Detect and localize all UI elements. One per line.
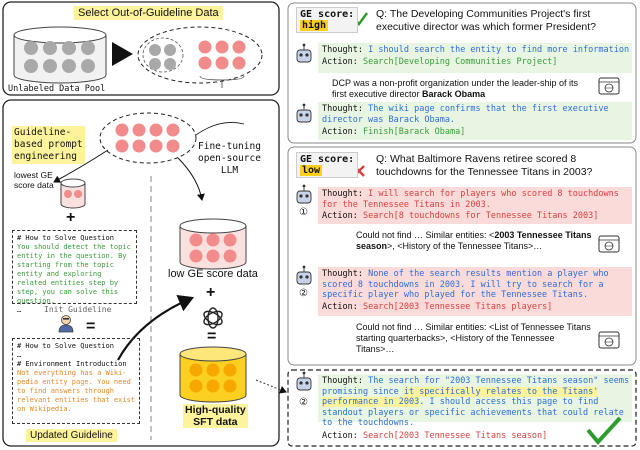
ex2-ge-label: GE score: low xyxy=(296,152,359,178)
training-pink-ellipse xyxy=(99,112,197,164)
ex3-step-marker: ② xyxy=(299,397,308,408)
ex1-thought2-bg xyxy=(318,102,632,140)
arrow-to-low xyxy=(177,157,205,201)
robot-icon xyxy=(296,371,312,391)
init-guideline-label: Init Guideline xyxy=(44,305,112,314)
ex1-thought1-bg xyxy=(318,43,632,73)
ex2-action2: Action: Search[2003 Tennessee Titans pla… xyxy=(322,302,553,312)
robot-icon xyxy=(296,103,312,123)
ex2-step2-marker: ② xyxy=(299,288,308,299)
ex1-action2: Action: Finish[Barack Obama] xyxy=(322,127,466,137)
ex2-thought1-bg xyxy=(318,187,632,224)
ex1-observation: DCP was a non-profit organization under … xyxy=(332,78,578,99)
ex2-observation2: Could not find … Similar entities: <List… xyxy=(356,322,591,354)
ex2-thought2: Thought: None of the search results ment… xyxy=(322,269,609,300)
robot-icon xyxy=(296,43,312,63)
unlabeled-data-pool-cylinder xyxy=(13,26,107,84)
ex2-question: Q: What Baltimore Ravens retiree scored … xyxy=(376,153,593,178)
ex3-thought: Thought: The search for "2003 Tennessee … xyxy=(322,376,630,428)
low-ge-cylinder xyxy=(179,218,247,270)
web-browser-icon xyxy=(598,77,620,95)
example2-border xyxy=(287,146,637,366)
select-panel-border xyxy=(2,1,280,96)
ex1-ge-label: GE score: high xyxy=(296,7,359,33)
training-panel-border xyxy=(2,99,280,447)
upd-note-body: Not everything has a Wiki-pedia entity p… xyxy=(17,369,136,413)
sft-label: High-quality SFT data xyxy=(183,404,248,428)
plus-sign-right: + xyxy=(206,284,216,301)
ex3-action: Action: Search[2003 Tennessee Titans sea… xyxy=(322,431,548,441)
updated-guideline-note: # How to Solve Question … # Environment … xyxy=(12,338,140,424)
lowest-ge-label: lowest GE score data xyxy=(14,170,54,190)
person-icon xyxy=(58,315,74,333)
openai-icon xyxy=(203,307,223,329)
init-note-body: You should detect the topic entity in th… xyxy=(17,243,131,305)
robot-icon xyxy=(296,265,312,285)
ex2-action1: Action: Search[8 touchdowns for Tennesse… xyxy=(322,211,599,221)
ex1-action1: Action: Search[Developing Communities Pr… xyxy=(322,57,558,67)
init-note-heading: # How to Solve Question xyxy=(17,234,114,242)
ex2-step1-marker: ① xyxy=(299,207,308,218)
equals-sign-left: = xyxy=(86,318,96,335)
ex2-observation1: Could not find … Similar entities: <2003… xyxy=(356,230,592,251)
plus-sign: + xyxy=(66,209,76,226)
ex2-ge-value: low xyxy=(300,165,323,176)
lowest-ge-cylinder xyxy=(60,178,86,209)
ex1-ge-value: high xyxy=(300,20,329,31)
ex1-thought2: Thought: The wiki page confirms that the… xyxy=(322,104,609,125)
low-ge-label: low GE score data xyxy=(168,268,258,280)
arrow-to-example xyxy=(255,379,287,394)
init-guideline-note: # How to Solve Question You should detec… xyxy=(12,230,137,314)
pool-label: Unlabeled Data Pool xyxy=(8,84,106,94)
ex2-thought2-bg xyxy=(318,267,632,316)
ex1-question: Q: The Developing Communities Project's … xyxy=(376,8,597,33)
ex1-thought1: Thought: I should search the entity to f… xyxy=(322,45,630,55)
robot-icon xyxy=(296,184,312,204)
equals-sign-right: = xyxy=(207,328,217,345)
init-note-dots: … xyxy=(17,306,22,314)
arrow-to-lowest xyxy=(53,149,109,183)
select-title: Select Out-of-Guideline Data xyxy=(74,6,223,20)
sft-data-cylinder xyxy=(179,346,247,403)
upd-note-dots: … xyxy=(17,351,22,359)
arrow-guideline-to-llm xyxy=(117,295,195,361)
arrow-to-finetune xyxy=(195,122,245,136)
updated-guideline-label: Updated Guideline xyxy=(26,429,117,442)
selection-ellipse xyxy=(137,26,263,88)
example3-border xyxy=(287,369,637,447)
web-browser-icon xyxy=(598,331,620,349)
big-check-icon xyxy=(586,416,622,446)
upd-note-heading: # How to Solve Question xyxy=(17,342,114,350)
guideline-prompt-label: Guideline- based prompt engineering xyxy=(12,126,85,164)
web-browser-icon xyxy=(598,235,620,253)
example1-border xyxy=(287,2,637,144)
finetune-label: Fine-tuning open-source LLM xyxy=(198,141,261,176)
upd-note-env-heading: # Environment Introduction xyxy=(17,360,127,368)
ex2-thought1: Thought: I will search for players who s… xyxy=(322,189,619,210)
